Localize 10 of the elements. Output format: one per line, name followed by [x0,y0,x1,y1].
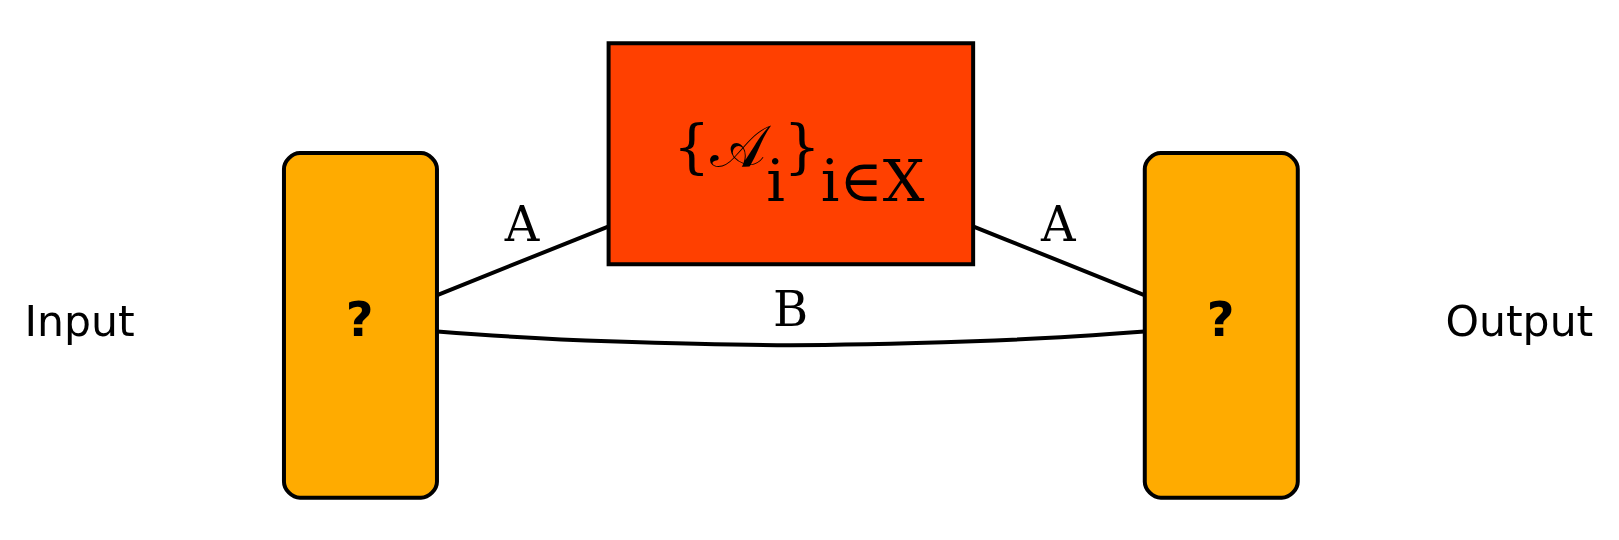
node-box: ? [1142,150,1300,500]
node-label: Output [1445,295,1594,346]
node-label: Input [24,295,135,346]
edge-label: A [1041,196,1076,252]
connector [437,329,1145,347]
connector [436,224,609,297]
edge-label: A [504,196,540,252]
node-box: ? [281,150,439,500]
connector [972,224,1146,297]
edge-label: B [772,281,809,337]
